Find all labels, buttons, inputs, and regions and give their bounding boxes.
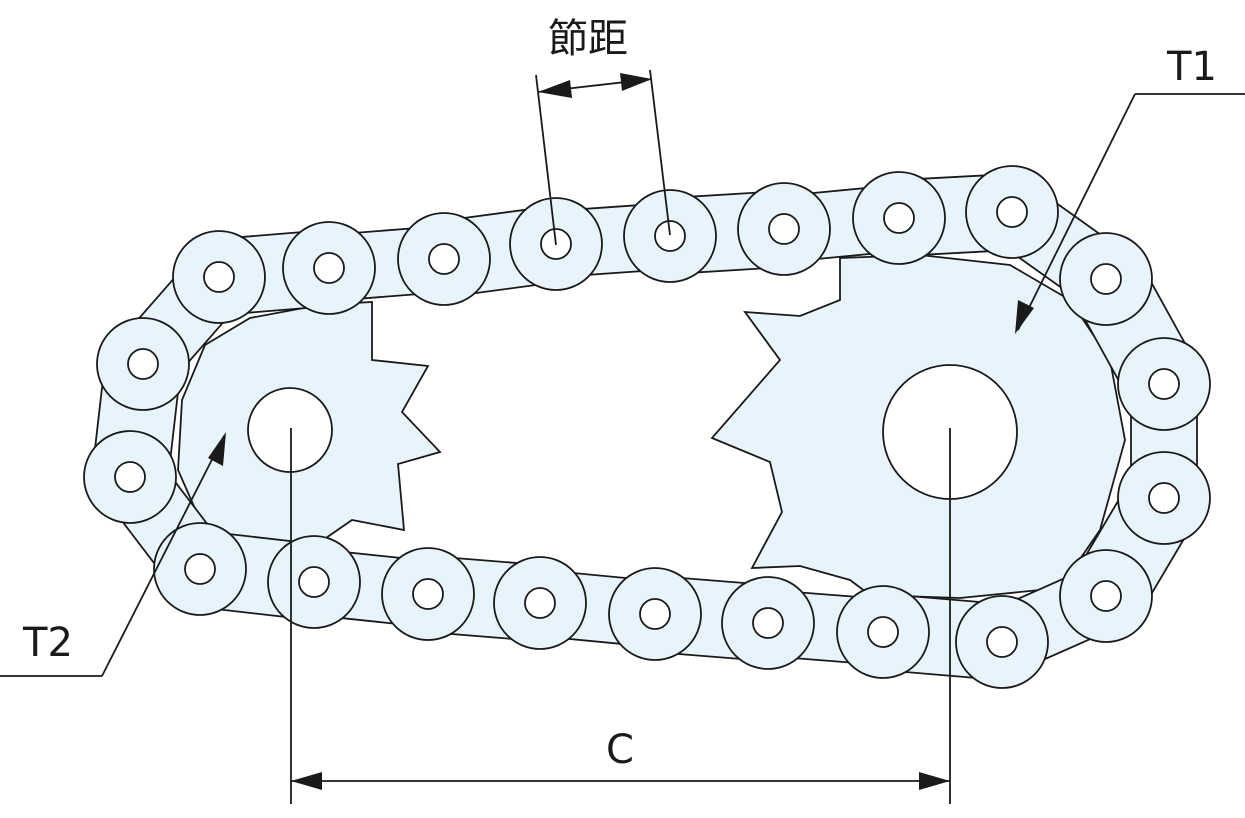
chain-pin: [768, 213, 800, 245]
pitch-label: 節距: [548, 16, 628, 62]
t1-leader-diagonal: [1017, 93, 1136, 331]
pitch-extension-line-right: [649, 69, 671, 236]
large-sprocket: [710, 254, 1126, 599]
chain-pin: [184, 553, 216, 585]
chain-pin: [298, 566, 330, 598]
chain-pin: [986, 626, 1018, 658]
small-sprocket: [177, 301, 442, 557]
c-label: C: [606, 727, 634, 773]
t1-arrowhead: [1015, 300, 1034, 334]
pitch-extension-line-left: [535, 74, 557, 246]
chain-pin: [639, 598, 671, 630]
chain-pin: [752, 607, 784, 639]
c-arrowhead-right: [919, 772, 950, 790]
chain-pin: [883, 202, 915, 234]
pitch-arrowhead-right: [620, 73, 652, 91]
chain-pin: [412, 578, 444, 610]
t2-arrowhead: [208, 432, 226, 466]
c-arrowhead-left: [291, 772, 322, 790]
chain-pin: [1148, 482, 1180, 514]
chain-pin: [127, 348, 159, 380]
chain-pin: [203, 261, 235, 293]
chain-pin: [996, 196, 1028, 228]
t2-leader-diagonal: [101, 435, 225, 677]
chain-pin: [1148, 368, 1180, 400]
pitch-dimension: 節距: [535, 16, 671, 246]
center-distance-dimension: C: [290, 428, 951, 804]
chain-pin: [1090, 580, 1122, 612]
chain-pin: [654, 220, 686, 252]
t2-callout: T2: [0, 432, 226, 677]
small-sprocket-bore: [247, 387, 333, 473]
chain-pin: [524, 587, 556, 619]
t2-label: T2: [22, 620, 73, 666]
chain-pin: [428, 243, 460, 275]
chain-pin: [114, 461, 146, 493]
chain-pin: [1090, 263, 1122, 295]
chain-pin: [313, 252, 345, 284]
chain-pin: [867, 616, 899, 648]
pitch-arrowhead-left: [538, 80, 572, 98]
t1-callout: T1: [1015, 44, 1245, 334]
t1-label: T1: [1166, 44, 1217, 90]
